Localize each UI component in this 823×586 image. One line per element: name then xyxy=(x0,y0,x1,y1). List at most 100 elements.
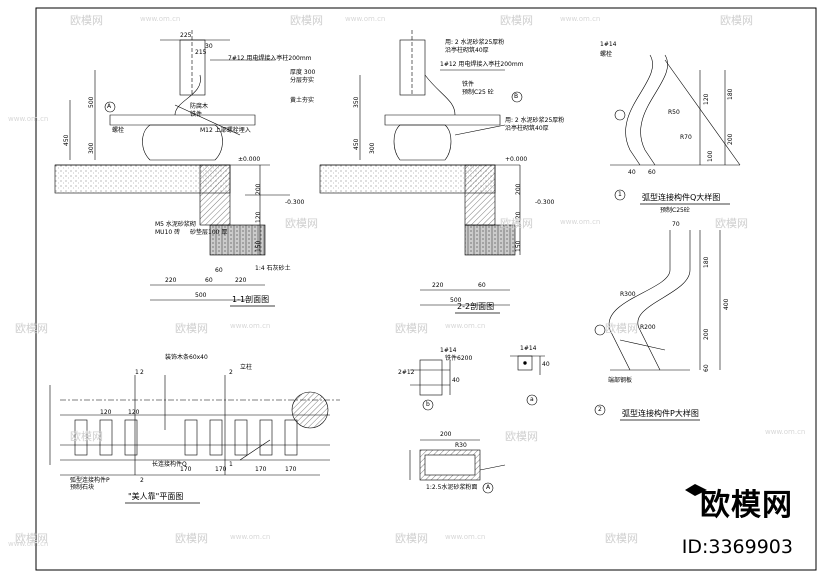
title-underlines xyxy=(125,203,730,504)
b-label-2: 铁件6200 xyxy=(445,355,473,362)
q-label-5: 180 xyxy=(727,88,734,100)
plan-label-1: 立柱 xyxy=(240,364,253,371)
s2-dim-3: 200 xyxy=(515,183,522,195)
s2-note-9: 沿亭柱砌筑40厚 xyxy=(505,125,549,132)
s1-dim-v-2: 300 xyxy=(88,142,95,154)
s2-dim-0: 350 xyxy=(353,96,360,108)
s1-dim-h-2: 220 xyxy=(235,277,247,284)
s2-note-2: 铁件 xyxy=(462,81,475,88)
watermark-text: 欧模网 xyxy=(505,430,538,443)
watermark-url: www.om.cn xyxy=(345,15,386,23)
s2-marker-b: B xyxy=(514,93,519,100)
q-label-3: R70 xyxy=(680,134,692,141)
sheet-border xyxy=(35,7,817,571)
s1-dim-v-3: 200 xyxy=(255,183,262,195)
watermark-text: 欧模网 xyxy=(395,322,428,335)
watermark-text: 欧模网 xyxy=(70,14,103,27)
s1-dim-h-0: 220 xyxy=(165,277,177,284)
a-label-0: 1#14 xyxy=(520,345,537,352)
watermark-url: www.om.cn xyxy=(230,322,271,330)
detail-b xyxy=(410,359,451,411)
p-label-5: 70 xyxy=(672,221,680,228)
watermark-text: 欧模网 xyxy=(15,532,48,545)
s1-dim-v-0: 500 xyxy=(88,96,95,108)
p-label-7: 端部钢板 xyxy=(608,377,633,384)
s2-dim-1: 450 xyxy=(353,138,360,150)
watermark-text: 欧模网 xyxy=(290,14,323,27)
watermark-text: 欧模网 xyxy=(395,532,428,545)
section-2-title: 2-2剖面图 xyxy=(457,302,495,311)
p-label-6: 60 xyxy=(703,364,710,372)
s1-dim-v-5: 150 xyxy=(255,240,262,252)
watermark-text: 欧模网 xyxy=(175,532,208,545)
plan-dim-top-1: 120 xyxy=(128,409,140,416)
plan-mark-1: 1 xyxy=(229,461,233,468)
watermark-text: 欧模网 xyxy=(500,14,533,27)
s2-note-8: 用: 2 水泥砂浆25厚粉 xyxy=(505,117,565,124)
s1-note-0: 7#12 用电焊接入亭柱200mm xyxy=(228,55,312,62)
watermark-text: 欧模网 xyxy=(720,14,753,27)
a-marker-big: A xyxy=(486,484,491,491)
plan-label-4: 预制石块 xyxy=(70,484,95,491)
watermark-text: 欧模网 xyxy=(605,322,638,335)
plan-label-2: 长连接构件Q xyxy=(152,461,187,468)
watermark-url: www.om.cn xyxy=(560,218,601,226)
s2-dim-5: 150 xyxy=(515,240,522,252)
b-marker: b xyxy=(426,401,430,408)
plan-label-3: 弧型连接构件P xyxy=(70,477,110,484)
watermark-text: 欧模网 xyxy=(285,217,318,230)
s2-note-6: 分层夯实 xyxy=(290,77,315,84)
s1-note-8: 1:4 石灰砂土 xyxy=(255,265,291,272)
detail-a-large xyxy=(409,439,506,494)
watermark-text: 欧模网 xyxy=(605,532,638,545)
watermark-url: www.om.cn xyxy=(765,428,806,436)
s1-note-3: M12 上部螺栓埋入 xyxy=(200,127,251,134)
brand-id: ID:3369903 xyxy=(681,536,793,558)
watermark-url: www.om.cn xyxy=(230,533,271,541)
watermark-url: www.om.cn xyxy=(445,322,486,330)
s1-note-6: MU10 砖 xyxy=(155,229,181,236)
plan-view xyxy=(49,375,340,476)
s1-note-4: 螺栓 xyxy=(112,127,125,134)
s1-note-9: ±0.000 xyxy=(238,156,261,163)
p-label-2: 180 xyxy=(703,256,710,268)
b-label-1: 2#12 xyxy=(398,369,415,376)
s2-dim-6: 500 xyxy=(450,297,462,304)
plan-dim-bot-0: 170 xyxy=(180,466,192,473)
watermark-url: www.om.cn xyxy=(140,15,181,23)
plan-title: "美人靠"平面图 xyxy=(128,492,184,501)
plan-mark-0: 1 xyxy=(135,369,139,376)
brand-name: 欧模网 xyxy=(700,488,793,523)
s2-note-7: 黄土夯实 xyxy=(290,97,315,104)
detail-p-title: 弧型连接构件P大样图 xyxy=(622,409,699,418)
watermark-url: www.om.cn xyxy=(8,115,49,123)
section-2-2 xyxy=(319,30,523,306)
q-label-8: 60 xyxy=(648,169,656,176)
s2-note-4: 预制C25 砼 xyxy=(462,89,494,96)
s1-marker-a: A xyxy=(107,103,112,110)
p-marker: 2 xyxy=(598,406,602,413)
s1-note-1: 防腐木 xyxy=(190,103,209,110)
q-label-2: R50 xyxy=(668,109,680,116)
plan-mark-3: 2 xyxy=(229,369,233,376)
p-label-3: 200 xyxy=(703,328,710,340)
a-label-2: 200 xyxy=(440,431,452,438)
s2-note-3: 1#12 用电焊接入亭柱200mm xyxy=(440,61,524,68)
s1-dim-h-7: 215 xyxy=(195,49,207,56)
plan-dim-top-0: 120 xyxy=(100,409,112,416)
s1-dim-h-4: 500 xyxy=(195,292,207,299)
detail-q xyxy=(610,54,741,201)
plan-dim-top-2: 2 xyxy=(140,369,144,376)
p-label-1: R200 xyxy=(640,324,656,331)
q-label-1: 螺栓 xyxy=(600,51,613,58)
s1-dim-v-4: 120 xyxy=(255,211,262,223)
plan-dim-bot-1: 170 xyxy=(215,466,227,473)
s2-note-0: 用: 2 水泥砂浆25厚粉 xyxy=(445,39,505,46)
s2-level-0: +0.000 xyxy=(505,156,528,163)
q-label-0: 1#14 xyxy=(600,41,617,48)
watermark-text: 欧模网 xyxy=(175,322,208,335)
detail-q-subtitle: 预制C25砼 xyxy=(660,207,690,214)
s1-note-7: 砂垫层100 厚 xyxy=(190,229,228,236)
q-label-4: 120 xyxy=(703,93,710,105)
plan-dim-bot-3: 170 xyxy=(285,466,297,473)
